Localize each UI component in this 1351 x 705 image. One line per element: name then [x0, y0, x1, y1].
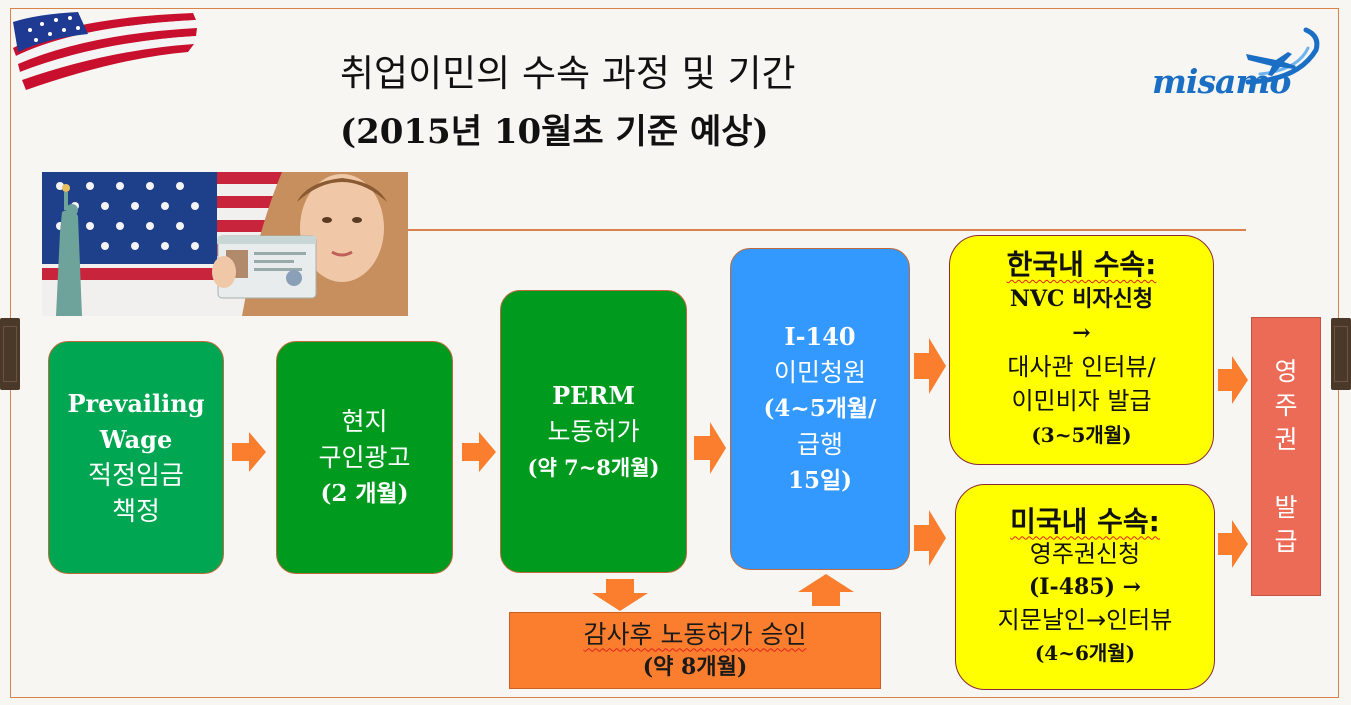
korea-duration: (3~5개월): [1031, 423, 1132, 447]
usa-duration: (4~6개월): [1034, 640, 1136, 665]
korea-arrow: →: [1072, 320, 1091, 346]
step-prevailing-wage: Prevailing Wage 적정임금 책정: [48, 341, 224, 574]
korea-line2: 대사관 인터뷰/: [1007, 353, 1156, 381]
ad-duration: (2 개월): [320, 479, 409, 507]
i140-line1: I-140: [784, 322, 856, 351]
i140-line4: 급행: [796, 430, 843, 459]
binder-clip-left: [0, 318, 20, 390]
greencard-char2: 주: [1274, 390, 1298, 420]
ad-line1: 현지: [341, 406, 388, 436]
korea-line3: 이민비자 발급: [1011, 387, 1152, 415]
usa-line1: 영주권신청: [1029, 539, 1141, 568]
step-green-card-issued: 영 주 권 발 급: [1251, 317, 1321, 596]
greencard-char3: 권: [1274, 424, 1298, 454]
perm-duration: (약 7~8개월): [527, 454, 660, 480]
korea-heading: 한국내 수속:: [1006, 248, 1157, 281]
arrow-down-icon: [592, 579, 648, 611]
airplane-swoosh-icon: [1245, 27, 1320, 85]
header-divider: [408, 229, 1246, 231]
usa-line2: (I-485) →: [1028, 573, 1142, 600]
audit-line1: 감사후 노동허가 승인: [583, 619, 807, 649]
greencard-char4: 발: [1274, 492, 1298, 522]
arrow-right-icon: [694, 422, 726, 474]
step-i140: I-140 이민청원 (4~5개월/ 급행 15일): [730, 248, 910, 570]
step-usa-processing: 미국내 수속: 영주권신청 (I-485) → 지문날인→인터뷰 (4~6개월): [955, 484, 1215, 690]
page-title: 취업이민의 수속 과정 및 기간: [340, 52, 796, 95]
prevailing-line2: Wage: [99, 424, 173, 454]
misamo-logo: misamo: [1148, 22, 1328, 102]
audit-duration: (약 8개월): [642, 653, 748, 680]
perm-line1: PERM: [552, 380, 635, 410]
flag-corner-image: [13, 12, 197, 90]
greencard-char5: 급: [1274, 526, 1298, 556]
perm-line2: 노동허가: [547, 416, 640, 446]
usa-heading: 미국내 수속:: [1010, 504, 1160, 538]
ad-line2: 구인광고: [318, 442, 411, 472]
logo-text: misamo: [1152, 62, 1291, 101]
korea-line1: NVC 비자신청: [1009, 286, 1154, 312]
i140-line2: 이민청원: [773, 358, 866, 387]
usa-line3: 지문날인→인터뷰: [997, 605, 1173, 634]
i140-line3: (4~5개월/: [763, 395, 877, 422]
arrow-right-icon: [1218, 520, 1248, 568]
prevailing-line4: 책정: [112, 496, 160, 527]
step-perm: PERM 노동허가 (약 7~8개월): [500, 290, 687, 573]
arrow-right-icon: [462, 432, 496, 472]
step-korea-processing: 한국내 수속: NVC 비자신청 → 대사관 인터뷰/ 이민비자 발급 (3~5…: [949, 235, 1214, 465]
step-audit-approval: 감사후 노동허가 승인 (약 8개월): [509, 612, 881, 689]
i140-line5: 15일): [787, 467, 853, 494]
prevailing-line3: 적정임금: [88, 460, 184, 491]
greencard-char1: 영: [1274, 356, 1298, 386]
arrow-up-icon: [798, 574, 854, 606]
arrow-right-icon: [914, 338, 946, 394]
arrow-right-icon: [914, 510, 946, 566]
green-card-photo: [42, 172, 408, 316]
arrow-right-icon: [1218, 356, 1248, 404]
prevailing-line1: Prevailing: [67, 388, 205, 418]
page-subtitle: (2015년 10월초 기준 예상): [340, 112, 769, 152]
binder-clip-right: [1331, 318, 1351, 390]
step-recruitment-ad: 현지 구인광고 (2 개월): [276, 341, 453, 574]
arrow-right-icon: [232, 432, 266, 472]
